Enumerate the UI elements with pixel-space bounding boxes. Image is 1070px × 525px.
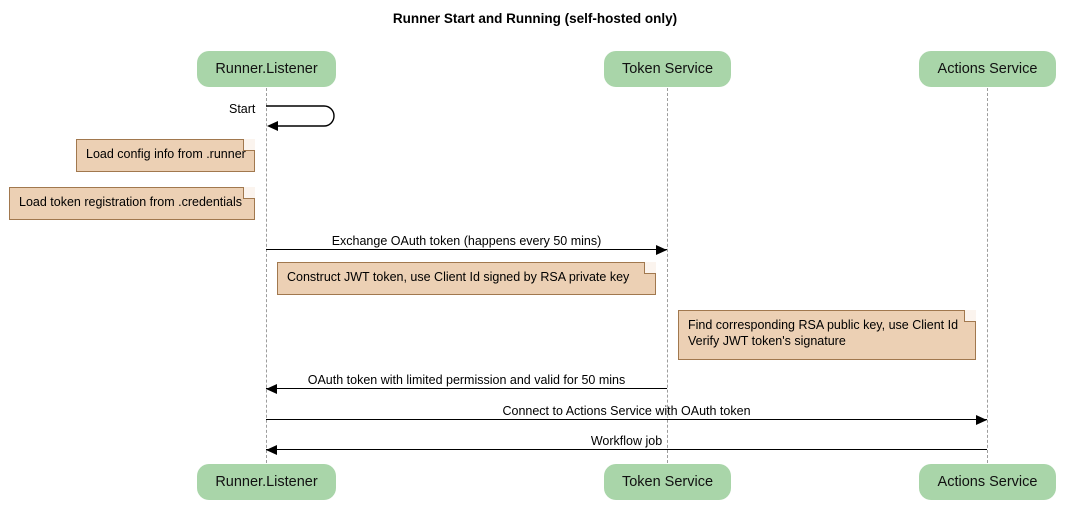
- message-line: [266, 419, 987, 420]
- participant-label: Actions Service: [937, 474, 1038, 490]
- message-label: Start: [229, 102, 256, 116]
- message-label: Connect to Actions Service with OAuth to…: [502, 404, 751, 418]
- participant-label: Actions Service: [937, 61, 1038, 77]
- lifeline-runner: [266, 88, 267, 463]
- participant-label: Token Service: [621, 61, 714, 77]
- lifeline-token: [667, 88, 668, 463]
- arrow-head-right: [656, 245, 667, 255]
- participant-label: Runner.Listener: [215, 474, 318, 490]
- message-line: [266, 388, 667, 389]
- participant-actions-bottom[interactable]: Actions Service: [919, 464, 1056, 500]
- participant-label: Token Service: [621, 474, 714, 490]
- participant-runner-bottom[interactable]: Runner.Listener: [197, 464, 336, 500]
- note-text: Load config info from .runner: [86, 147, 246, 161]
- participant-label: Runner.Listener: [215, 61, 318, 77]
- arrow-head-left: [266, 445, 277, 455]
- note-text: Find corresponding RSA public key, use C…: [688, 318, 959, 348]
- participant-token-top[interactable]: Token Service: [604, 51, 731, 87]
- note-verify-jwt[interactable]: Find corresponding RSA public key, use C…: [678, 310, 976, 360]
- note-text: Load token registration from .credential…: [19, 195, 243, 209]
- message-line: [266, 449, 987, 450]
- lifeline-actions: [987, 88, 988, 463]
- message-label: Exchange OAuth token (happens every 50 m…: [331, 234, 602, 248]
- arrow-head-right: [976, 415, 987, 425]
- participant-actions-top[interactable]: Actions Service: [919, 51, 1056, 87]
- diagram-title: Runner Start and Running (self-hosted on…: [392, 11, 678, 26]
- participant-runner-top[interactable]: Runner.Listener: [197, 51, 336, 87]
- note-load-config[interactable]: Load config info from .runner: [76, 139, 255, 172]
- arrow-head-left: [266, 384, 277, 394]
- note-load-token-registration[interactable]: Load token registration from .credential…: [9, 187, 255, 220]
- message-label: OAuth token with limited permission and …: [307, 373, 626, 387]
- note-construct-jwt[interactable]: Construct JWT token, use Client Id signe…: [277, 262, 656, 295]
- message-label: Workflow job: [590, 434, 663, 448]
- self-message-loop: [266, 105, 335, 131]
- note-text: Construct JWT token, use Client Id signe…: [287, 270, 630, 284]
- participant-token-bottom[interactable]: Token Service: [604, 464, 731, 500]
- message-line: [266, 249, 667, 250]
